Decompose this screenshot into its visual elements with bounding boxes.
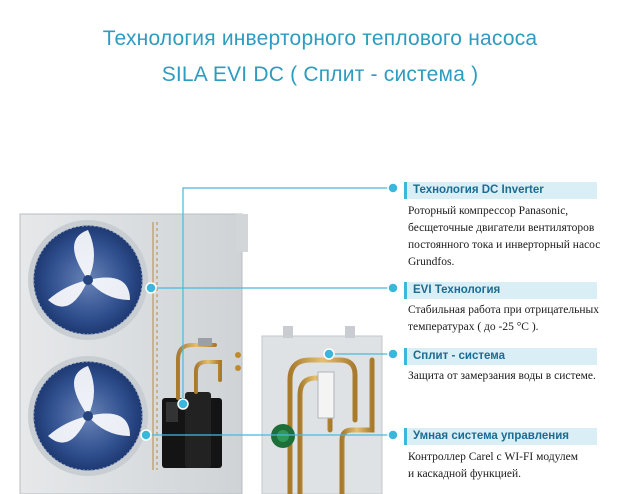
callout-desc-split-system: Защита от замерзания воды в системе. xyxy=(408,368,636,385)
outdoor-valves xyxy=(198,338,241,371)
callout-desc-line: Стабильная работа при отрицательных xyxy=(408,304,599,316)
callout-desc-evi: Стабильная работа при отрицательных темп… xyxy=(408,302,636,336)
diagram-title-line1: Технология инверторного теплового насоса xyxy=(102,27,538,50)
compressor xyxy=(162,392,222,468)
fan-lower xyxy=(28,356,148,476)
outdoor-unit-side-panel xyxy=(236,214,248,252)
copper-pipes-outdoor xyxy=(168,328,222,400)
callout-desc-line: Роторный компрессор Panasonic, xyxy=(408,205,569,217)
plate-heat-exchanger xyxy=(317,371,335,419)
callout-desc-line: Контроллер Carel с WI-FI модулем xyxy=(408,451,579,463)
callout-desc-line: бесщеточные двигатели вентиляторов xyxy=(408,222,595,234)
copper-pipes-indoor xyxy=(287,357,375,494)
callout-pointers xyxy=(146,187,393,436)
callout-label-dc-inverter: Технология DC Inverter xyxy=(404,182,597,199)
callout-desc-line: Grundfos. xyxy=(408,256,455,268)
callout-desc-line: Защита от замерзания воды в системе. xyxy=(408,370,596,382)
callout-desc-line: температурах ( до -25 °С ). xyxy=(408,321,539,333)
outdoor-unit xyxy=(19,213,248,494)
heat-exchanger-fins xyxy=(152,222,158,470)
callout-desc-line: постоянного тока и инверторный насос xyxy=(408,239,601,251)
diagram-title-line2: SILA EVI DC ( Сплит - система ) xyxy=(161,63,479,86)
callout-desc-dc-inverter: Роторный компрессор Panasonic, бесщеточн… xyxy=(408,203,636,271)
callout-label-split-system: Сплит - система xyxy=(404,348,597,365)
callout-dots xyxy=(140,182,399,441)
callout-label-evi: EVI Технология xyxy=(404,282,597,299)
callout-desc-smart-control: Контроллер Carel с WI-FI модулем и каска… xyxy=(408,449,636,483)
callout-label-smart-control: Умная система управления xyxy=(404,428,597,445)
callout-desc-line: и каскадной функцией. xyxy=(408,468,522,480)
circulation-pump xyxy=(271,424,295,448)
indoor-unit xyxy=(261,326,383,494)
fan-upper xyxy=(28,220,148,340)
